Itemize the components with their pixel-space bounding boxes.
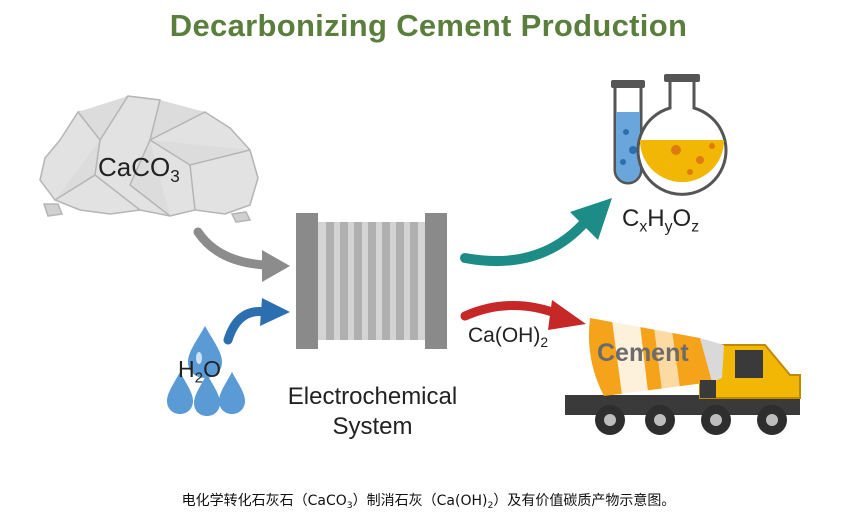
label-cement: Cement [597, 339, 689, 367]
water-drops-icon [167, 326, 245, 416]
electrochemical-stack-icon [296, 213, 447, 349]
label-electrochemical-system: Electrochemical System [285, 382, 460, 442]
arrow-water-to-system [223, 298, 290, 345]
label-carbon-products: CxHyOz [622, 205, 700, 236]
figure-caption: 电化学转化石灰石（CaCO3）制消石灰（Ca(OH)2）及有价值碳质产物示意图。 [181, 493, 676, 512]
label-caoh2: Ca(OH)2 [468, 324, 549, 350]
lab-glassware-icon [611, 74, 728, 196]
cement-mixer-truck-icon [565, 318, 801, 435]
label-caco3: CaCO3 [98, 152, 180, 186]
arrow-system-to-carbon-products [460, 198, 612, 266]
label-h2o: H2O [178, 356, 221, 387]
arrow-system-to-slaked-lime [460, 300, 586, 330]
arrow-limestone-to-system [193, 227, 290, 282]
label-system-line2: System [332, 413, 413, 440]
label-system-line1: Electrochemical [287, 383, 458, 410]
diagram-title: Decarbonizing Cement Production [169, 8, 688, 43]
limestone-rock-icon [39, 95, 259, 223]
